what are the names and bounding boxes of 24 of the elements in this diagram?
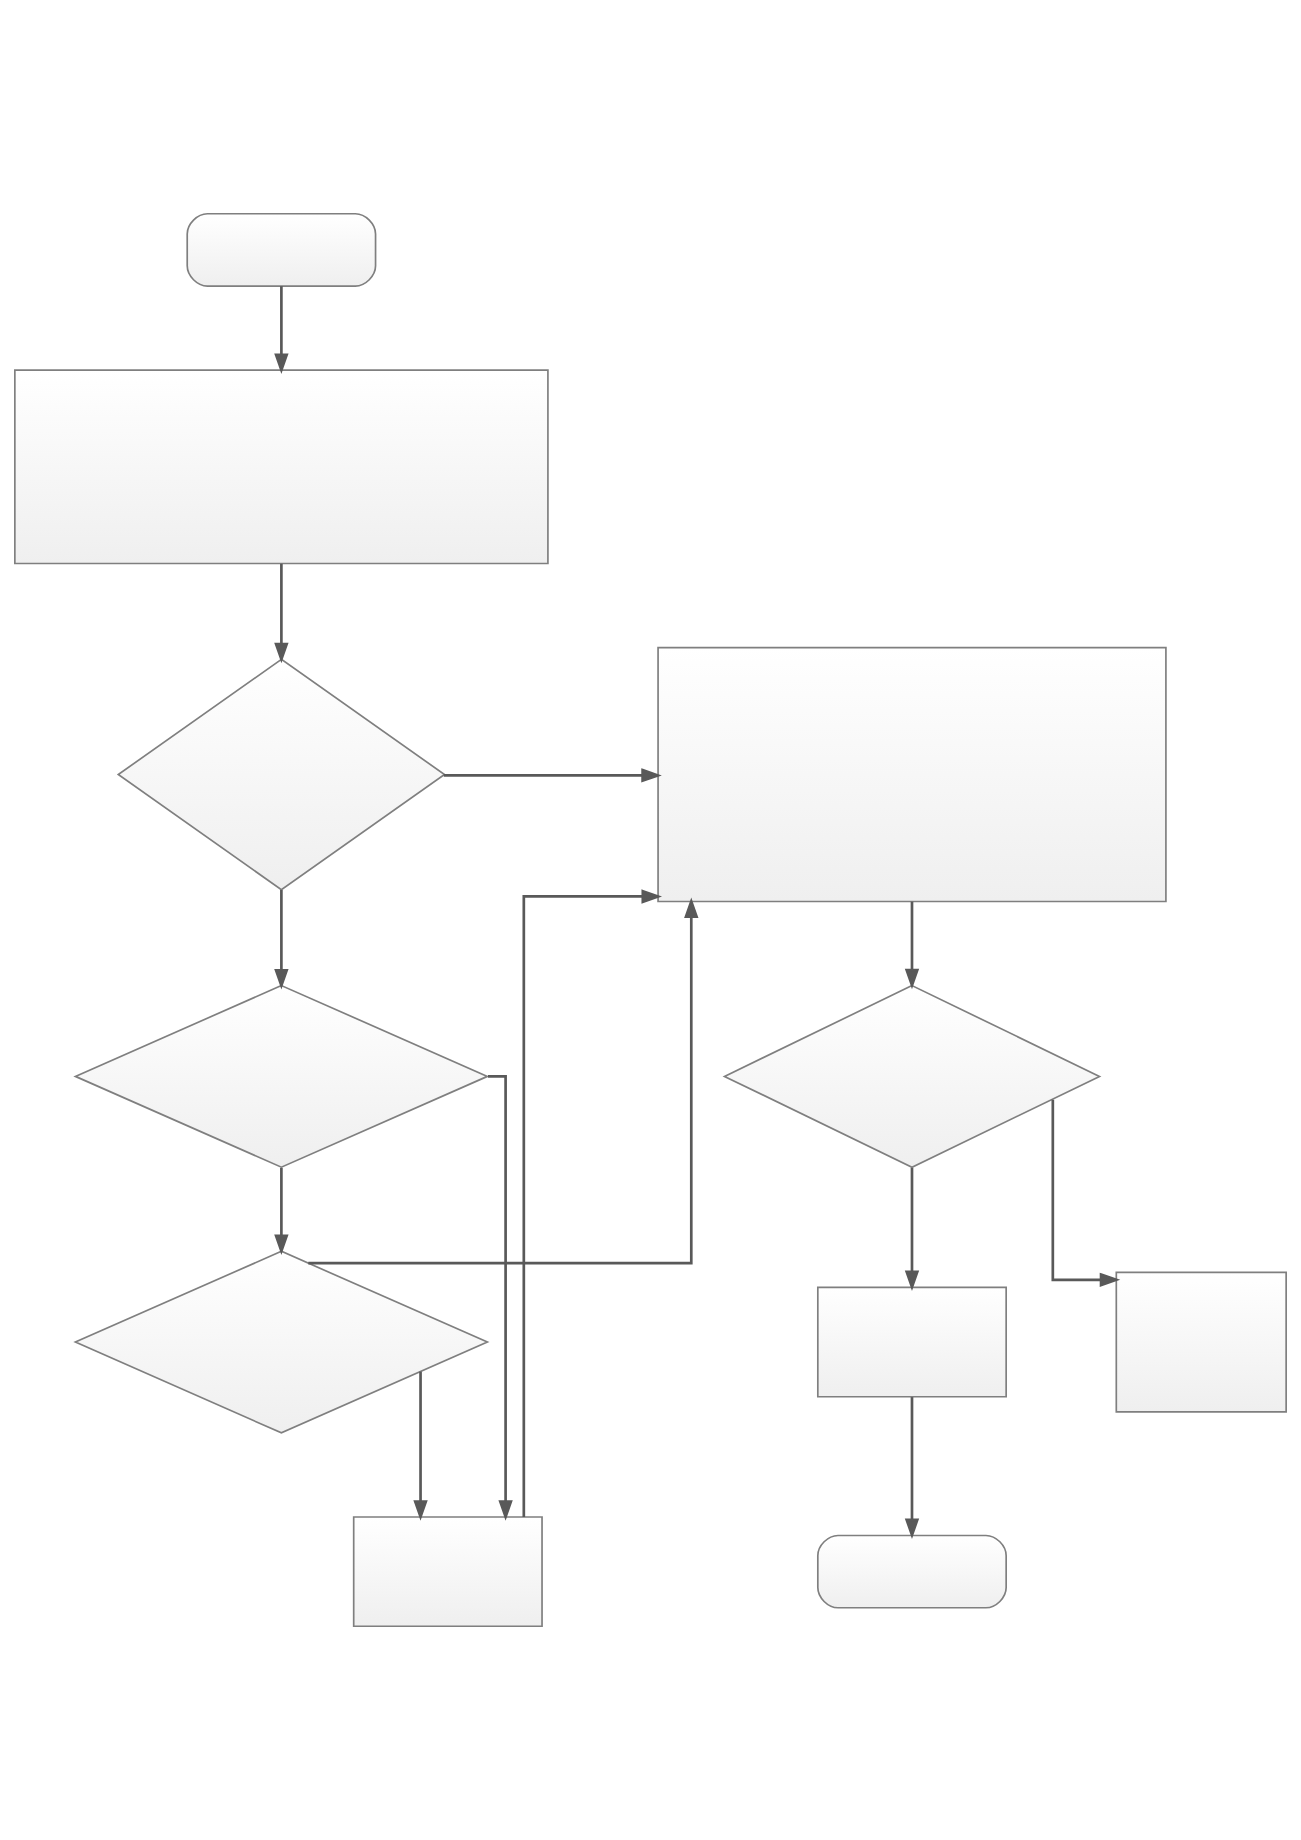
arrow [904, 901, 920, 990]
arrow [308, 897, 699, 1265]
node-diamond [73, 984, 490, 1169]
node-box [817, 1286, 1007, 1398]
node-diamond [116, 658, 446, 891]
arrow [1051, 1099, 1121, 1288]
node-diamond [73, 1250, 490, 1434]
arrow [274, 286, 289, 375]
node-oval [186, 212, 377, 287]
arrow [274, 889, 289, 990]
node-box [352, 1516, 543, 1628]
arrow [488, 1075, 513, 1521]
arrow [522, 889, 663, 1517]
node-box [1115, 1271, 1287, 1413]
arrow [904, 1397, 920, 1540]
arrow [443, 768, 662, 783]
node-box [14, 369, 549, 565]
node-diamond [722, 984, 1102, 1169]
arrow [274, 563, 289, 664]
arrow [274, 1167, 289, 1255]
arrow [413, 1371, 428, 1521]
node-oval [817, 1534, 1007, 1609]
arrow [904, 1167, 920, 1291]
node-box [657, 646, 1167, 903]
